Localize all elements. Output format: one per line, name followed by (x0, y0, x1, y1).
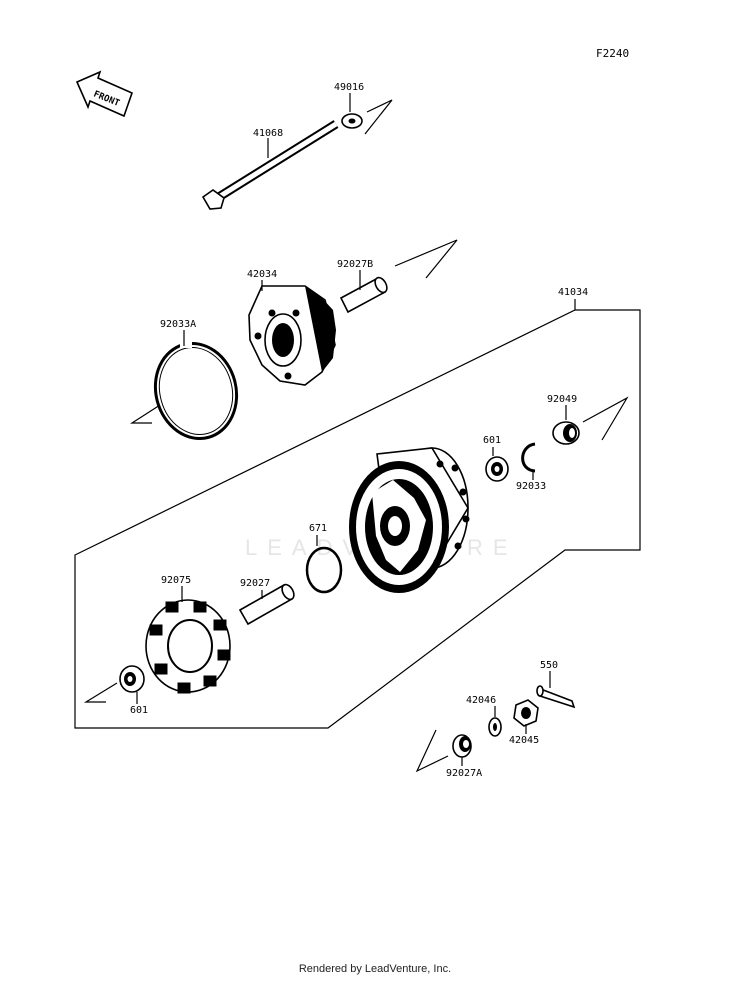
diagram-code: F2240 (596, 47, 629, 60)
spacer-92027b[interactable] (339, 276, 389, 314)
label-92027b: 92027B (337, 259, 373, 270)
footer-credit: Rendered by LeadVenture, Inc. (298, 963, 452, 975)
label-92027a: 92027A (446, 768, 482, 779)
circlip-92033[interactable] (521, 442, 536, 473)
collar-92027a[interactable] (452, 734, 472, 758)
axle-41068[interactable] (201, 120, 339, 210)
label-550: 550 (540, 660, 558, 671)
washer-42046[interactable] (488, 717, 502, 737)
nut-42045[interactable] (513, 699, 539, 727)
bearing-601-upper[interactable] (485, 456, 509, 482)
circlip-ring-92033a[interactable] (145, 334, 247, 447)
label-41068: 41068 (253, 128, 283, 139)
seal-92049[interactable] (552, 421, 580, 445)
label-92033a: 92033A (160, 319, 196, 330)
label-42046: 42046 (466, 695, 496, 706)
label-601-lower: 601 (130, 705, 148, 716)
damper-92075[interactable] (145, 599, 231, 694)
wheel-hub[interactable] (349, 447, 470, 593)
label-92033: 92033 (516, 481, 546, 492)
o-ring-671[interactable] (305, 546, 343, 594)
cotter-pin-550[interactable] (536, 685, 576, 709)
label-49016: 49016 (334, 82, 364, 93)
assembly-outline-41034 (74, 309, 641, 729)
label-42045: 42045 (509, 735, 539, 746)
label-601-upper: 601 (483, 435, 501, 446)
label-92027: 92027 (240, 578, 270, 589)
label-92075: 92075 (161, 575, 191, 586)
front-arrow-icon: FRONT (75, 70, 133, 118)
spacer-92027[interactable] (238, 583, 296, 626)
washer-49016[interactable] (341, 113, 363, 129)
bearing-601-lower[interactable] (119, 665, 145, 693)
label-671: 671 (309, 523, 327, 534)
label-42034: 42034 (247, 269, 277, 280)
label-92049: 92049 (547, 394, 577, 405)
label-41034: 41034 (558, 287, 588, 298)
sprocket-hub-42034[interactable] (248, 285, 336, 386)
